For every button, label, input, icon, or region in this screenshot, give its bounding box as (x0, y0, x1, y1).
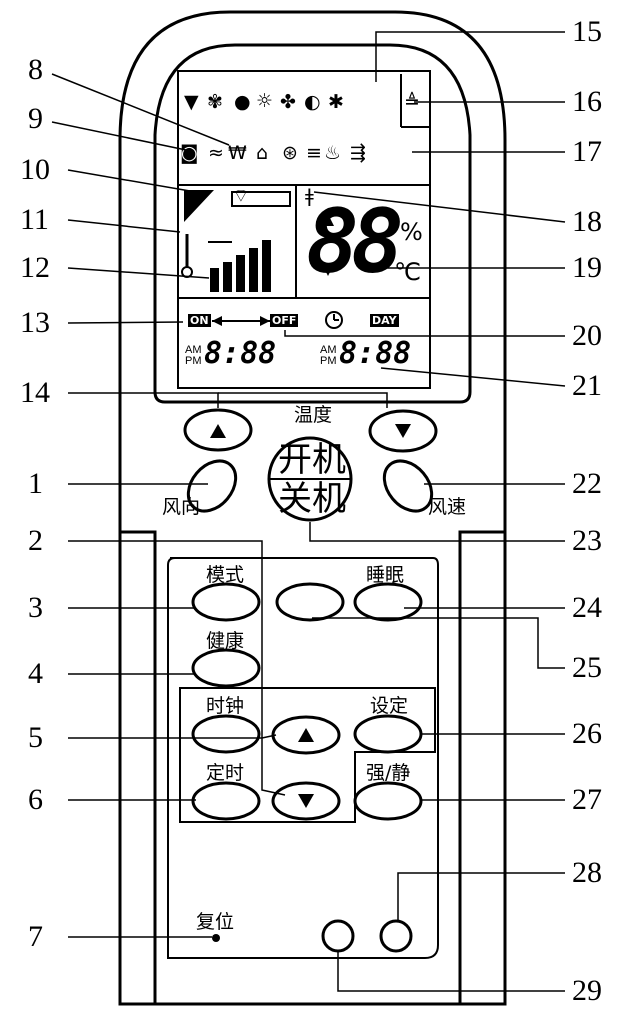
callout-8: 8 (28, 53, 43, 86)
reset-label: 复位 (196, 911, 235, 933)
swing-label: 风向 (162, 496, 201, 518)
callout-23: 23 (572, 524, 602, 557)
temperature-label: 温度 (294, 404, 333, 426)
thermometer-icon: ǂ (305, 185, 314, 207)
callout-20: 20 (572, 319, 602, 352)
mode-label: 模式 (206, 564, 245, 586)
am-left: AM (185, 344, 202, 356)
time-right: 8:88 (339, 336, 412, 371)
callout-13: 13 (20, 306, 50, 339)
am-right: AM (320, 344, 337, 356)
timer-off-tag: OFF (270, 314, 299, 327)
callout-4: 4 (28, 657, 43, 690)
callout-15: 15 (572, 15, 602, 48)
signal-icon: ⇶ (350, 142, 366, 164)
time-left: 8:88 (204, 336, 277, 371)
callout-5: 5 (28, 721, 43, 754)
callout-3: 3 (28, 591, 43, 624)
callout-9: 9 (28, 102, 43, 135)
drop-icon: ◐ (304, 91, 321, 113)
turbo-icon: ⌂ (256, 142, 269, 164)
callout-24: 24 (572, 591, 602, 624)
clock-label: 时钟 (206, 695, 245, 717)
day-tag: DAY (370, 314, 399, 327)
swing-icon: ≈ (208, 142, 224, 164)
callout-14: 14 (20, 376, 50, 409)
callout-18: 18 (572, 205, 602, 238)
sleep-label: 睡眠 (366, 564, 405, 586)
fan-speed-display-icon: ≜ (404, 91, 420, 113)
callout-21: 21 (572, 369, 602, 402)
percent-sign: % (400, 218, 423, 246)
callout-27: 27 (572, 783, 602, 816)
dry-mode-icon: ● (234, 91, 251, 113)
callout-28: 28 (572, 856, 602, 889)
heat-mode-icon: ☼ (256, 90, 274, 112)
callout-6: 6 (28, 783, 43, 816)
callout-26: 26 (572, 717, 602, 750)
timer-on-tag: ON (188, 314, 211, 327)
power-off-label[interactable]: 关机 (278, 479, 346, 519)
heater-icon: ♨ (324, 142, 342, 164)
callout-29: 29 (572, 974, 602, 1007)
callout-10: 10 (20, 153, 50, 186)
callout-2: 2 (28, 524, 43, 557)
health-icon: ⊛ (282, 142, 298, 164)
callout-22: 22 (572, 467, 602, 500)
turbo-quiet-label: 强/静 (366, 762, 411, 784)
auto-icon: ✱ (328, 91, 344, 113)
timer-label: 定时 (206, 762, 245, 784)
callout-11: 11 (20, 203, 49, 236)
set-label: 设定 (370, 695, 409, 717)
callout-17: 17 (572, 135, 602, 168)
callout-25: 25 (572, 651, 602, 684)
health-label: 健康 (206, 630, 245, 652)
pm-right: PM (320, 355, 337, 367)
temperature-digits: 88 (306, 190, 404, 293)
callout-19: 19 (572, 251, 602, 284)
fan-mode-icon: ✾ (207, 91, 223, 113)
swing-fan-icon: ⌔ (232, 185, 250, 207)
callout-12: 12 (20, 251, 50, 284)
callout-7: 7 (28, 920, 43, 953)
callout-1: 1 (28, 467, 43, 500)
filter-icon: ₩ (228, 142, 247, 164)
fan-icon: ✤ (280, 91, 296, 113)
power-on-label[interactable]: 开机 (278, 440, 346, 480)
pm-left: PM (185, 355, 202, 367)
celsius-sign: ℃ (394, 258, 421, 286)
sleep-icon: ◙ (180, 142, 199, 164)
air-icon: ≡ (306, 142, 322, 164)
callout-16: 16 (572, 85, 602, 118)
cool-mode-icon: ▼ (184, 91, 199, 113)
fan-speed-label: 风速 (428, 496, 467, 518)
